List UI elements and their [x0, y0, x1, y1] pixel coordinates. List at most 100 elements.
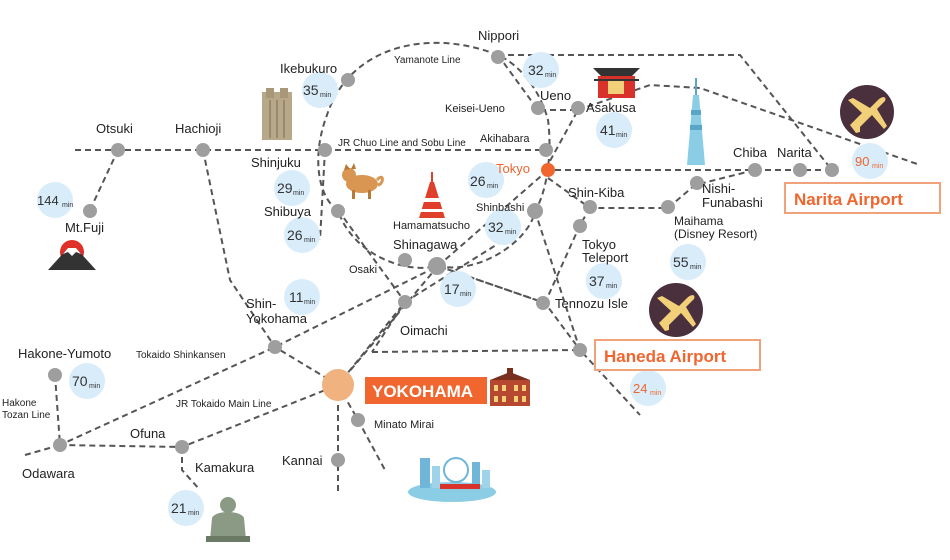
svg-text:min: min [606, 283, 617, 290]
station-dot-ueno[interactable] [531, 101, 545, 115]
station-dot-shin-kiba[interactable] [583, 200, 597, 214]
label-hamamatsucho: Hamamatsucho [393, 220, 470, 232]
label-tokyo: Tokyo [496, 161, 530, 176]
time-bubble-asakusa: 41 min [596, 112, 632, 148]
label-oimachi: Oimachi [400, 323, 448, 338]
station-dot-kannai[interactable] [331, 453, 345, 467]
label-hachioji: Hachioji [175, 121, 221, 136]
station-dot-akihabara[interactable] [539, 143, 553, 157]
rinkai-line [437, 207, 591, 305]
svg-text:min: min [650, 390, 661, 397]
label-chuo-sobu-line: JR Chuo Line and Sobu Line [338, 138, 466, 149]
svg-text:29: 29 [277, 180, 293, 196]
station-dot-oimachi[interactable] [398, 295, 412, 309]
airplane-icon-narita [840, 85, 894, 139]
label-osaki: Osaki [349, 264, 377, 276]
station-dot-hachioji[interactable] [196, 143, 210, 157]
svg-text:min: min [89, 383, 100, 390]
government-building-icon [262, 88, 292, 140]
station-dot-tennozu-isle[interactable] [536, 296, 550, 310]
station-dot-shinjuku[interactable] [318, 143, 332, 157]
time-bubble-shinagawa: 17 min [440, 271, 476, 307]
station-dot-shinagawa[interactable] [428, 257, 446, 275]
label-narita: Narita [777, 145, 812, 160]
station-dot-shin-yokohama[interactable] [268, 340, 282, 354]
narita-airport-box[interactable]: Narita Airport [784, 182, 941, 214]
station-dot-mt-fuji[interactable] [83, 204, 97, 218]
station-dot-asakusa[interactable] [571, 101, 585, 115]
label-asakusa: Asakusa [586, 100, 637, 115]
skytree-icon [687, 78, 705, 165]
svg-text:min: min [320, 92, 331, 99]
svg-text:YOKOHAMA: YOKOHAMA [372, 382, 473, 401]
asakusa-line [497, 54, 580, 171]
svg-text:min: min [505, 229, 516, 236]
svg-text:min: min [304, 237, 315, 244]
station-dot-odawara[interactable] [53, 438, 67, 452]
station-dot-chiba[interactable] [748, 163, 762, 177]
label-shinbashi: Shinbashi [476, 202, 524, 214]
shiba-dog-icon [342, 163, 384, 199]
station-dot-haneda[interactable] [573, 343, 587, 357]
svg-text:Narita Airport: Narita Airport [794, 190, 903, 209]
label-tokyo-teleport-2: Teleport [582, 250, 629, 265]
time-bubble-shinjuku: 29 min [274, 170, 310, 206]
station-dot-yokohama[interactable] [322, 369, 354, 401]
station-dot-ikebukuro[interactable] [341, 73, 355, 87]
minato-mirai-skyline-icon [408, 457, 496, 502]
label-hakone-tozan-1: Hakone [2, 398, 37, 409]
time-bubble-tokyo-teleport: 37 min [586, 263, 622, 299]
label-ikebukuro: Ikebukuro [280, 61, 337, 76]
station-dot-nishi-funabashi[interactable] [690, 176, 704, 190]
hakone-tozan-line [54, 374, 61, 446]
fuji-line [89, 149, 119, 211]
haneda-airport-box[interactable]: Haneda Airport [594, 339, 761, 371]
svg-text:min: min [62, 202, 73, 209]
station-dot-minato-mirai[interactable] [351, 413, 365, 427]
keiyo-line [547, 169, 756, 209]
time-bubble-ueno: 32 min [523, 52, 559, 88]
station-dot-narita[interactable] [793, 163, 807, 177]
time-bubble-shibuya: 26 min [284, 217, 320, 253]
svg-text:55: 55 [673, 254, 689, 270]
kamakura-line [181, 447, 201, 491]
time-bubble-hakone-yumoto: 70 min [69, 363, 105, 399]
station-dot-hamamatsucho[interactable] [527, 203, 543, 219]
station-dot-osaki[interactable] [398, 253, 412, 267]
tokaido-branch [337, 229, 521, 386]
station-dot-narita-airport[interactable] [825, 163, 839, 177]
label-nippori: Nippori [478, 28, 519, 43]
svg-text:32: 32 [488, 219, 504, 235]
yokohama-hub[interactable]: YOKOHAMA [365, 377, 487, 404]
mt-fuji-icon [48, 240, 96, 270]
svg-text:min: min [460, 291, 471, 298]
svg-text:41: 41 [600, 122, 616, 138]
station-dot-ofuna[interactable] [175, 440, 189, 454]
label-shinjuku: Shinjuku [251, 155, 301, 170]
time-bubble-haneda-airport: 24 min [630, 370, 666, 406]
label-akihabara: Akihabara [480, 133, 530, 145]
station-dot-otsuki[interactable] [111, 143, 125, 157]
svg-text:min: min [487, 183, 498, 190]
svg-text:min: min [545, 72, 556, 79]
label-shin-kiba: Shin-Kiba [568, 185, 625, 200]
jr-tokaido-line [59, 265, 439, 449]
station-dot-tokyo-teleport[interactable] [573, 219, 587, 233]
label-shin-yokohama-1: Shin- [246, 296, 276, 311]
station-dot-nippori[interactable] [491, 50, 505, 64]
keikyu-line [371, 349, 581, 353]
station-dots [48, 50, 839, 467]
time-bubble-kamakura: 21 min [168, 490, 204, 526]
svg-text:11: 11 [289, 289, 304, 305]
station-dot-tokyo[interactable] [541, 163, 555, 177]
label-tennozu-isle: Tennozu Isle [555, 296, 628, 311]
station-dot-shibuya[interactable] [331, 204, 345, 218]
station-dot-hakone-yumoto[interactable] [48, 368, 62, 382]
line-labels: Yamanote Line JR Chuo Line and Sobu Line… [2, 55, 466, 421]
label-shinagawa: Shinagawa [393, 237, 458, 252]
travel-time-bubbles: 32 min 35 min 41 min 29 min 26 min 144 m… [37, 52, 888, 526]
time-bubble-maihama: 55 min [670, 244, 706, 280]
station-dot-maihama[interactable] [661, 200, 675, 214]
red-brick-warehouse-icon [490, 368, 530, 406]
